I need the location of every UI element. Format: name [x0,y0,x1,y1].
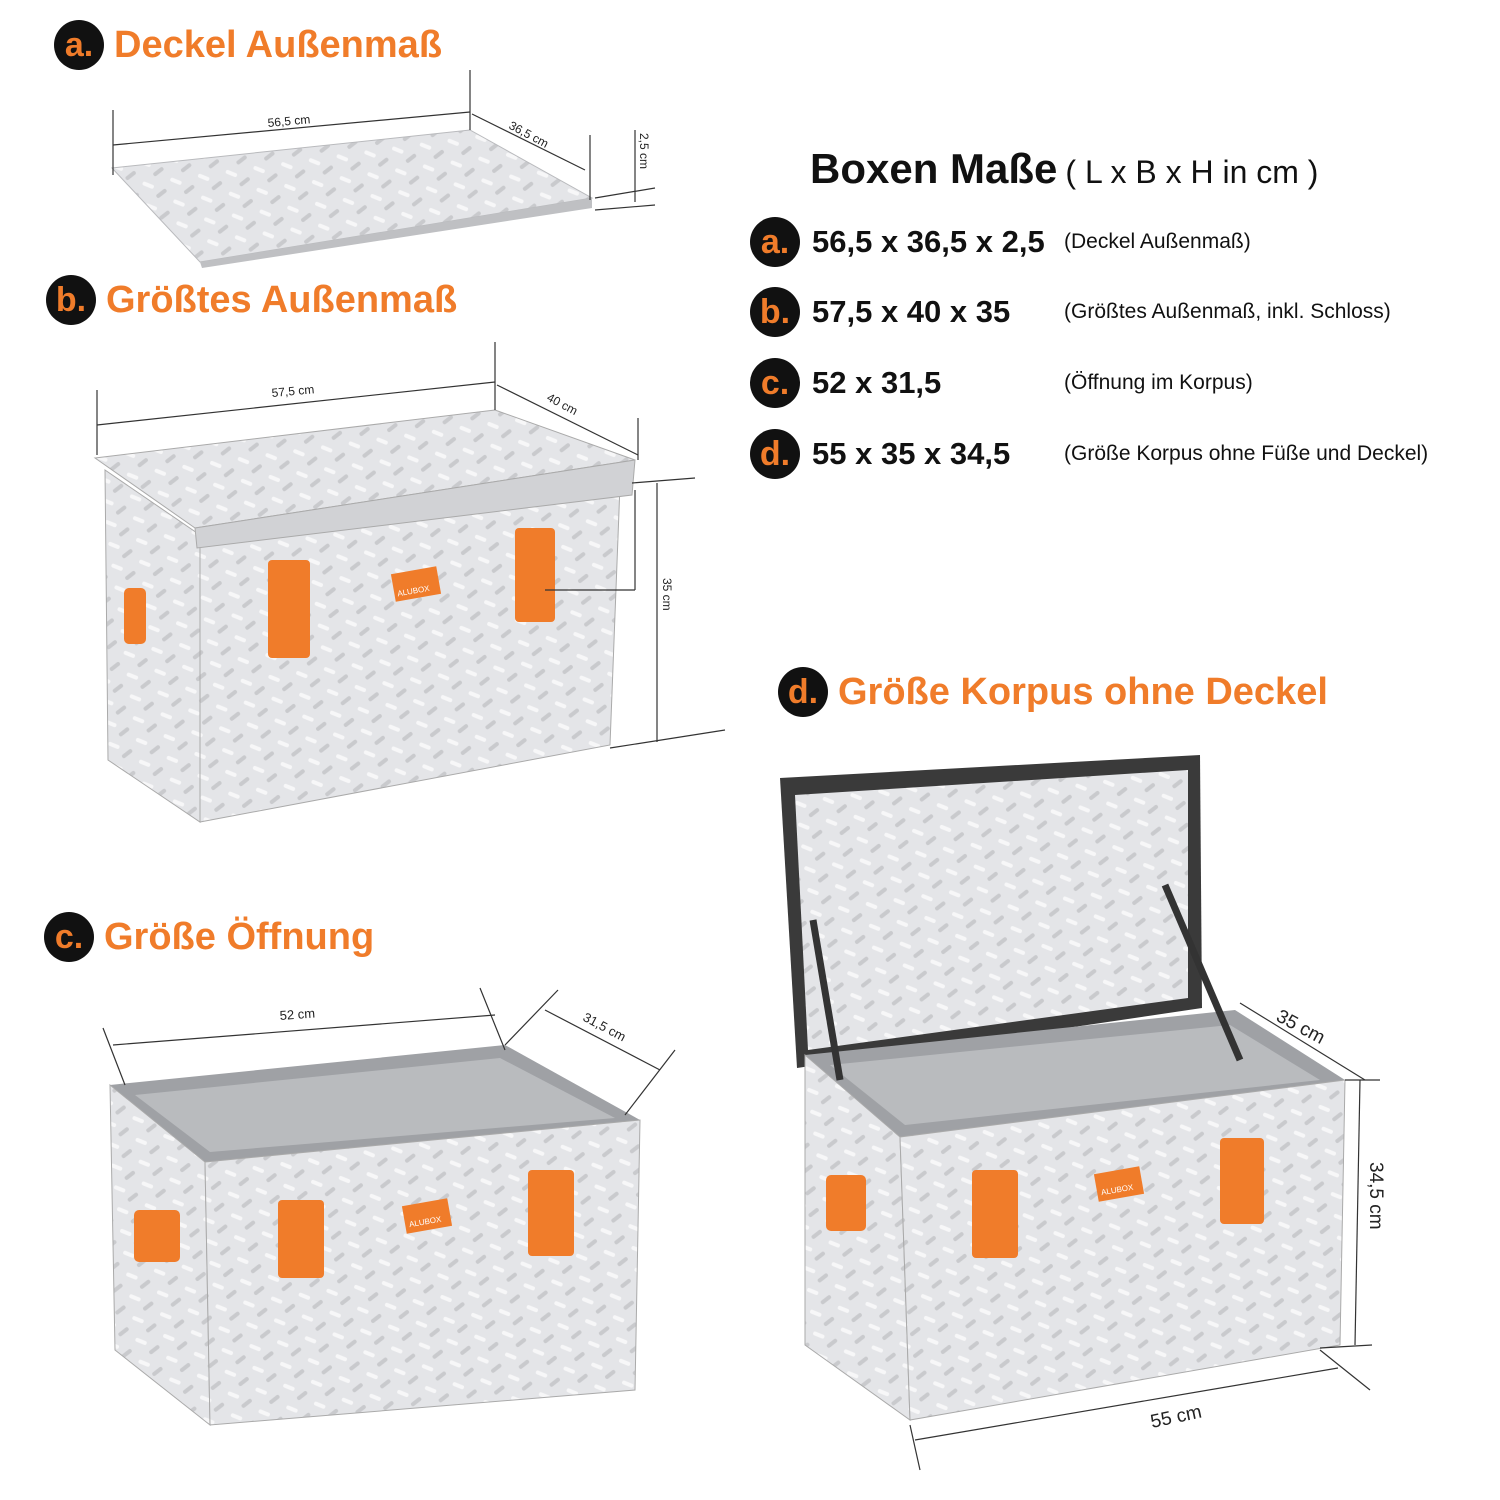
lid-height-label: 2,5 cm [637,133,651,169]
brand-plate [401,1198,453,1234]
spec-badge: a. [750,217,800,267]
section-a-heading: a. Deckel Außenmaß [54,20,442,70]
specs-heading: Boxen Maße( L x B x H in cm ) [810,145,1318,193]
spec-note: (Öffnung im Korpus) [1064,371,1253,394]
handle-icon [124,588,146,644]
latch-icon [515,528,555,622]
section-c-badge: c. [44,912,94,962]
section-b-heading: b. Größtes Außenmaß [46,275,457,325]
specs-title: Boxen Maße [810,145,1058,192]
opening-length-label: 52 cm [279,1006,315,1023]
section-d-badge: d. [778,667,828,717]
spec-badge: d. [750,429,800,479]
brand-plate [1093,1166,1145,1202]
specs-units: ( L x B x H in cm ) [1065,154,1319,190]
box-width-label: 40 cm [545,390,580,418]
spec-badge: b. [750,287,800,337]
spec-value: 57,5 x 40 x 35 [812,294,1011,329]
section-c-heading: c. Größe Öffnung [44,912,374,962]
latch-icon [972,1170,1018,1258]
spec-value: 55 x 35 x 34,5 [812,436,1011,471]
spec-note: (Größtes Außenmaß, inkl. Schloss) [1064,300,1391,323]
section-a-badge: a. [54,20,104,70]
spec-row-b: b. 57,5 x 40 x 35 (Größtes Außenmaß, ink… [750,286,1391,338]
section-d-title: Größe Korpus ohne Deckel [838,670,1328,713]
handle-icon [134,1210,180,1262]
spec-note: (Größe Korpus ohne Füße und Deckel) [1064,442,1429,465]
section-b-badge: b. [46,275,96,325]
section-d-heading: d. Größe Korpus ohne Deckel [778,667,1328,717]
lid-length-label: 56,5 cm [267,112,311,130]
spec-value: 52 x 31,5 [812,365,942,400]
spec-badge: c. [750,358,800,408]
section-b-title: Größtes Außenmaß [106,278,458,321]
spec-row-d: d. 55 x 35 x 34,5 (Größe Korpus ohne Füß… [750,428,1428,480]
brand-plate [390,566,442,602]
section-c-title: Größe Öffnung [104,915,375,958]
spec-row-c: c. 52 x 31,5 (Öffnung im Korpus) [750,357,1253,409]
open-box-drawing: ALUBOX 52 cm 31,5 cm [102,987,676,1427]
body-length-label: 55 cm [1149,1402,1204,1433]
latch-icon [278,1200,324,1278]
spec-note: (Deckel Außenmaß) [1064,230,1251,253]
box-height-label: 35 cm [660,578,674,611]
body-height-label: 34,5 cm [1365,1162,1386,1230]
handle-icon [826,1175,866,1231]
opening-width-label: 31,5 cm [581,1009,629,1044]
open-lid-box-drawing: ALUBOX 35 cm 34,5 cm 55 cm [780,755,1386,1471]
latch-icon [1220,1138,1264,1224]
box-length-label: 57,5 cm [271,382,315,400]
latch-icon [528,1170,574,1256]
spec-value: 56,5 x 36,5 x 2,5 [812,224,1045,259]
spec-row-a: a. 56,5 x 36,5 x 2,5 (Deckel Außenmaß) [750,216,1251,268]
lid-drawing: 56,5 cm 36,5 cm 2,5 cm [110,70,656,268]
closed-box-drawing: ALUBOX 57,5 cm 40 cm 35 cm [93,342,726,823]
section-a-title: Deckel Außenmaß [114,23,443,66]
latch-icon [268,560,310,658]
